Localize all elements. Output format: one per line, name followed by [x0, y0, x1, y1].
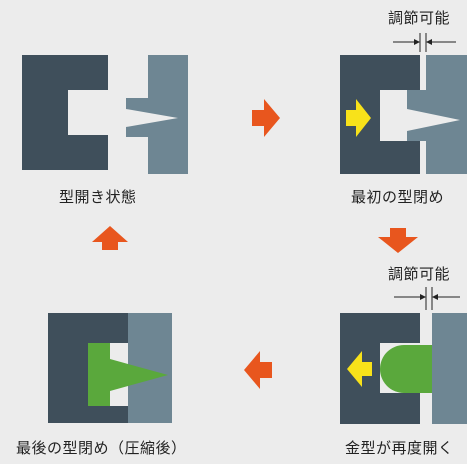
- panel-reopen: [340, 287, 467, 424]
- mold-cavity-half: [340, 313, 420, 424]
- arrow-up-icon: [92, 226, 128, 250]
- panel-final-close: [48, 313, 172, 423]
- label-adjustable-top: 調節可能: [388, 9, 451, 27]
- arrow-left-icon: [244, 351, 272, 389]
- label-first-close: 最初の型閉め: [351, 188, 445, 206]
- retract-arrow-yellow-icon: [347, 351, 372, 387]
- compressed-material: [88, 343, 168, 406]
- arrow-down-icon: [378, 228, 418, 253]
- panel-first-close: [340, 33, 467, 174]
- mold-cavity-half: [22, 55, 108, 170]
- mold-cavity-half: [340, 55, 420, 174]
- mold-core-half: [432, 313, 467, 424]
- arrow-right-icon: [252, 99, 280, 137]
- mold-core-half: [126, 55, 188, 174]
- panel-mold-open: [22, 55, 188, 174]
- mold-core-half: [407, 55, 467, 174]
- label-mold-open: 型開き状態: [59, 188, 137, 206]
- gap-indicator: [394, 287, 460, 310]
- label-adjustable-bottom: 調節可能: [388, 265, 451, 283]
- label-final-close: 最後の型閉め（圧縮後）: [16, 439, 187, 457]
- molten-material: [380, 345, 432, 393]
- label-reopen: 金型が再度開く: [345, 439, 454, 457]
- gap-indicator: [393, 33, 456, 52]
- push-arrow-yellow-icon: [346, 99, 371, 137]
